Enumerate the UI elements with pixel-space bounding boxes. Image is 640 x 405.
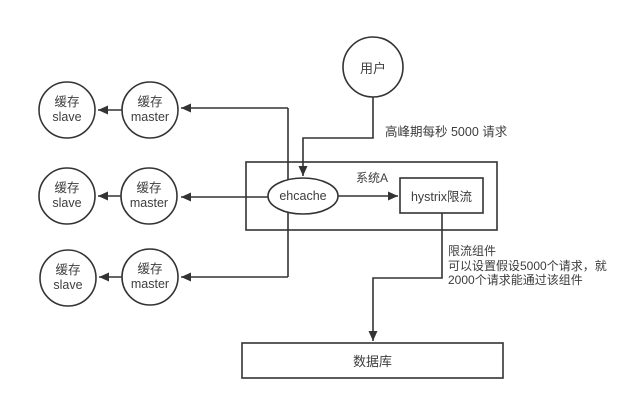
- hystrix-label: hystrix限流: [410, 190, 473, 204]
- ehcache-label: ehcache: [279, 189, 327, 203]
- cache-slave-title: 缓存: [54, 95, 80, 109]
- cache-slave-node-top: 缓存 slave: [39, 82, 95, 138]
- cache-master-node-middle: 缓存 master: [121, 168, 177, 224]
- user-circle: [342, 36, 404, 98]
- cache-slave-node-middle: 缓存 slave: [39, 168, 95, 224]
- ehcache-ellipse: [267, 177, 339, 215]
- cache-master-node-bottom: 缓存 master: [122, 249, 178, 305]
- cache-master-subtitle: master: [130, 277, 170, 291]
- cache-slave-title: 缓存: [54, 181, 80, 195]
- cache-slave-title: 缓存: [55, 263, 81, 277]
- cache-master-circle-bottom: [121, 248, 179, 306]
- user-node-label: 用户: [359, 60, 386, 76]
- system-a-box: [245, 161, 498, 231]
- database-box: [241, 342, 504, 379]
- system-a-label: 系统A: [356, 171, 389, 185]
- cache-master-node-top: 缓存 master: [122, 82, 178, 138]
- cache-master-subtitle: master: [129, 196, 169, 210]
- cache-slave-circle-top: [38, 81, 96, 139]
- cache-slave-subtitle: slave: [53, 278, 83, 292]
- cache-master-circle-middle: [120, 167, 178, 225]
- database-label: 数据库: [352, 354, 392, 369]
- cache-master-title: 缓存: [137, 262, 163, 276]
- cache-slave-node-bottom: 缓存 slave: [40, 250, 96, 306]
- cache-master-title: 缓存: [136, 181, 162, 195]
- cache-slave-subtitle: slave: [52, 196, 82, 210]
- cache-slave-subtitle: slave: [52, 110, 82, 124]
- peak-traffic-label: 高峰期每秒 5000 请求: [385, 125, 508, 139]
- cache-slave-circle-bottom: [39, 249, 97, 307]
- rate-limit-annotation: 限流组件 可以设置假设5000个请求，就 2000个请求能通过该组件: [448, 244, 607, 287]
- arrow-hystrix-to-database: [368, 213, 443, 341]
- cache-master-circle-top: [121, 81, 179, 139]
- cache-master-subtitle: master: [130, 110, 170, 124]
- cache-slave-circle-middle: [38, 167, 96, 225]
- cache-master-title: 缓存: [137, 95, 163, 109]
- hystrix-box: [399, 177, 484, 214]
- arrow-user-to-ehcache: [298, 97, 374, 176]
